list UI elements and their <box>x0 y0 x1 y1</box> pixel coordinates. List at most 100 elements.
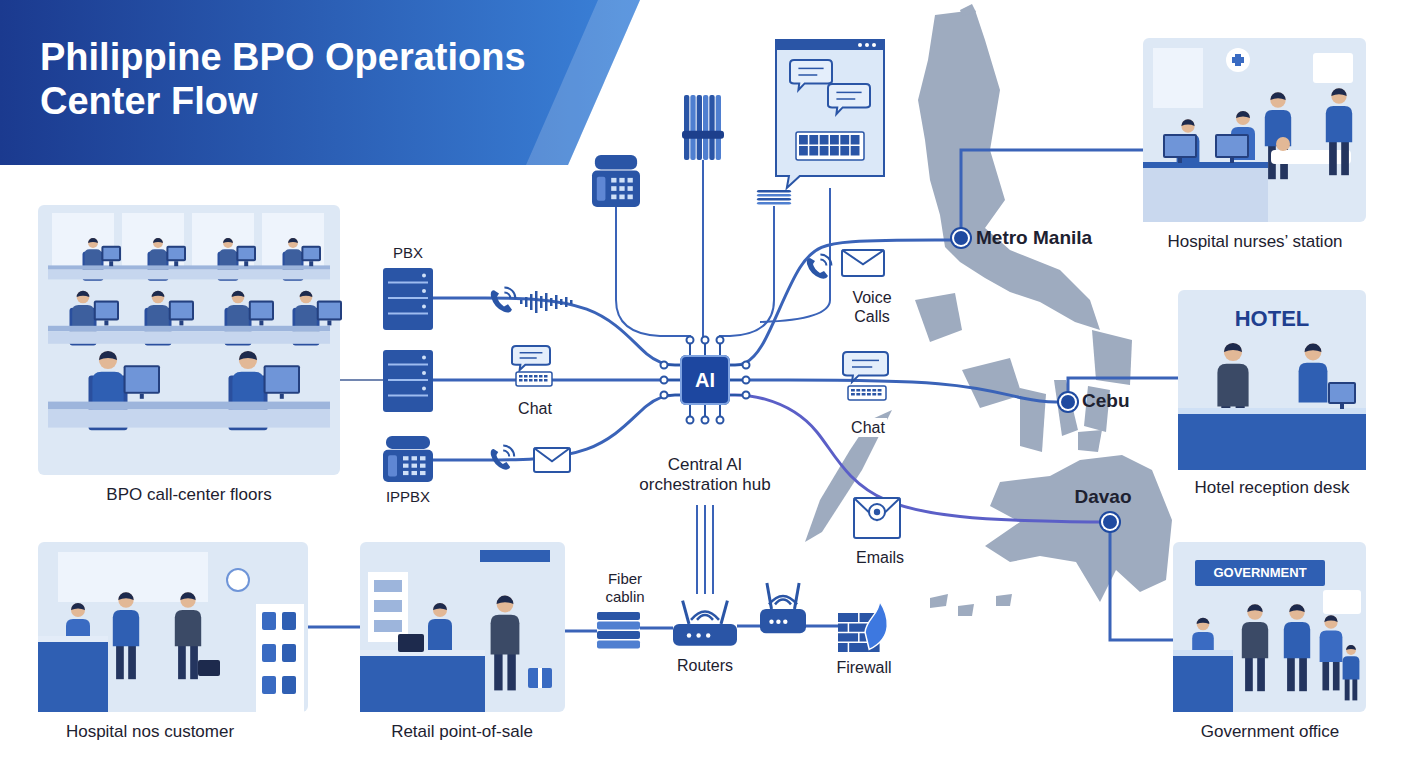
connector-line <box>1110 529 1173 640</box>
ippbx-phone: IPPBX <box>383 436 433 482</box>
brick-line <box>858 633 860 643</box>
monitor-stand <box>327 320 331 325</box>
handset-icon <box>491 287 516 312</box>
person-body <box>1326 106 1352 142</box>
shelf <box>256 604 304 712</box>
person-head <box>1305 344 1322 361</box>
fiber-strand <box>697 95 702 160</box>
fiber-strand <box>709 95 714 160</box>
island-shape <box>960 4 976 16</box>
pin-pad <box>661 362 668 369</box>
person-hair <box>77 291 90 297</box>
keyboard-key <box>799 146 808 156</box>
phone-key <box>619 195 624 200</box>
keyboard-icon <box>516 372 552 386</box>
monitor-stand <box>1230 158 1234 163</box>
wifi-arc <box>697 615 713 620</box>
router-antenna <box>767 583 772 609</box>
fiber-strand <box>597 622 640 630</box>
monitor <box>1215 134 1249 158</box>
connector-label: Voice Calls <box>839 288 905 326</box>
bubble-icon <box>512 346 550 370</box>
router-light <box>776 620 780 624</box>
server-body <box>383 268 433 330</box>
wire-line <box>760 188 830 322</box>
person-leg <box>1322 658 1329 690</box>
fiber-band <box>682 131 724 139</box>
illustration-shape <box>1178 343 1366 470</box>
server-body <box>383 350 433 412</box>
wall-clock <box>227 569 249 591</box>
server-slot <box>388 282 428 284</box>
desk-front <box>48 409 330 427</box>
shelf-item <box>374 600 402 612</box>
person-head <box>1331 88 1346 103</box>
router-icon <box>760 583 806 633</box>
router-antenna <box>721 601 727 624</box>
node-caption: Retail point-of-sale <box>391 722 533 742</box>
person-hair <box>1305 344 1322 352</box>
server-icon <box>383 350 433 412</box>
envelope-body <box>854 498 900 538</box>
illustration-shape <box>597 612 640 649</box>
node-caption: Routers <box>677 656 733 675</box>
monitor-screen <box>168 248 184 259</box>
illustration-shape <box>48 213 342 430</box>
keyboard-key <box>851 146 860 156</box>
service-counter <box>1173 654 1233 712</box>
envelope-icon <box>842 250 884 276</box>
signal-arc <box>504 292 510 298</box>
person-hair <box>1197 618 1210 624</box>
person-head <box>1247 604 1262 619</box>
wire-line <box>616 207 690 338</box>
keyboard-key <box>539 379 543 382</box>
keyboard-icon <box>848 386 886 400</box>
title-band <box>0 0 640 165</box>
counter-top <box>1143 162 1268 168</box>
connector-line <box>730 395 1103 522</box>
person-body <box>113 610 139 646</box>
person-leg <box>1341 138 1349 175</box>
monitor-stand <box>104 320 108 325</box>
phone-handset <box>491 449 510 470</box>
monitor-screen <box>251 303 272 319</box>
node-caption: BPO call-center floors <box>106 485 271 505</box>
router-antenna <box>795 583 800 609</box>
phone-key <box>628 178 633 183</box>
fiber-strand <box>757 202 791 205</box>
connector-label: Chat <box>849 418 887 437</box>
government-sign <box>1195 560 1325 586</box>
keyboard-key <box>820 146 829 156</box>
node-caption: IPPBX <box>386 488 430 506</box>
pin-pad <box>743 377 750 384</box>
person-leg <box>507 650 515 691</box>
node-shape <box>597 612 640 650</box>
phone-key <box>420 464 426 468</box>
node-caption: Firewall <box>836 658 891 677</box>
person-hair <box>288 238 298 243</box>
keyboard-body <box>848 386 886 400</box>
keyboard-key <box>799 135 808 145</box>
router-body <box>760 609 806 633</box>
pbx-server: PBX <box>383 268 433 330</box>
sound-wave <box>520 300 523 304</box>
monitor-screen <box>1165 136 1195 156</box>
signal-arc <box>503 446 514 457</box>
keyboard-key <box>878 389 882 392</box>
person-leg <box>190 642 198 679</box>
id-card <box>1313 53 1353 83</box>
keyboard-key <box>851 135 860 145</box>
chatWindow-icon <box>776 40 884 188</box>
node-caption: Hotel reception desk <box>1195 478 1350 498</box>
phone-key <box>611 186 616 191</box>
node-shape <box>360 542 565 712</box>
keyboard-key <box>862 393 866 396</box>
sign-text: HOTEL <box>1235 306 1310 332</box>
pin-pad <box>743 362 750 369</box>
fiberH-icon <box>757 190 791 205</box>
bubble-line <box>798 68 823 70</box>
keyboard-key <box>862 389 866 392</box>
chat-bubble <box>843 352 888 382</box>
person-leg <box>1299 654 1307 691</box>
